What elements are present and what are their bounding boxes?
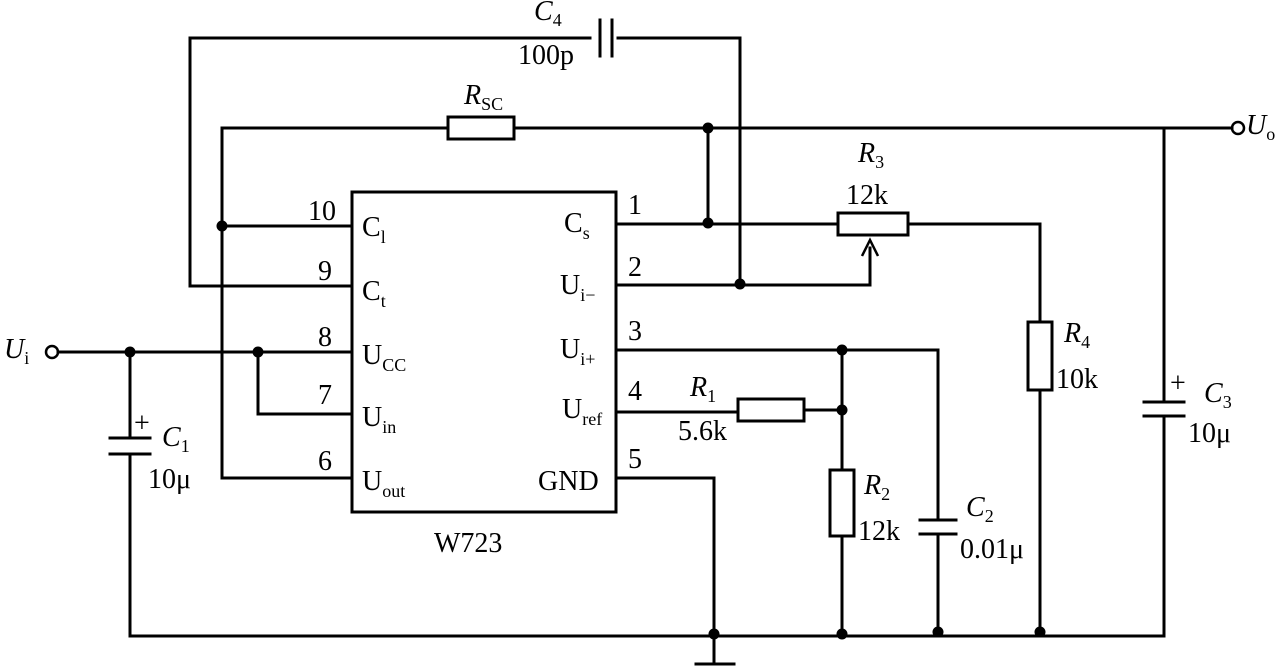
r2-value: 12k: [858, 516, 900, 547]
pin-label: Cs: [564, 208, 590, 243]
pin-label: GND: [538, 466, 599, 497]
capacitor-c3: + C3 10μ: [1142, 368, 1232, 449]
r3-value: 12k: [846, 180, 888, 211]
pin-number: 7: [318, 380, 332, 411]
output-terminal-circle: [1230, 120, 1246, 136]
wires: [56, 36, 1234, 664]
c4-name: C4: [534, 0, 562, 30]
r2-name: R2: [863, 470, 890, 504]
pin-label: Uout: [362, 466, 405, 501]
pin-number: 9: [318, 256, 332, 287]
c1-name: C1: [162, 422, 190, 456]
c2-name: C2: [966, 492, 994, 526]
ic-left-pins: 10 Cl 9 Ct 8 UCC 7 Uin 6 Uout: [308, 196, 406, 501]
pin-label: Cl: [362, 212, 386, 247]
pin-number: 10: [308, 196, 336, 227]
junction-dot: [124, 346, 136, 358]
capacitor-c1: + C1 10μ: [108, 408, 191, 495]
input-label: Ui: [4, 334, 29, 368]
junction-dot: [1034, 626, 1046, 638]
r4-name: R4: [1063, 318, 1090, 352]
pin-label: Ui+: [560, 334, 595, 369]
resistor-r2: R2 12k: [828, 468, 900, 547]
junction-dot: [702, 217, 714, 229]
potentiometer-r3: R3 12k: [836, 138, 910, 257]
junctions: [124, 122, 1046, 640]
junction-dot: [734, 278, 746, 290]
input-terminal: Ui: [4, 334, 60, 368]
pin-number: 5: [628, 444, 642, 475]
junction-dot: [702, 122, 714, 134]
pin-label: Uin: [362, 402, 396, 437]
ic-body: [350, 190, 618, 514]
c3-polarity: +: [1170, 368, 1186, 399]
junction-dot: [836, 344, 848, 356]
resistor-rsc: RSC: [446, 80, 516, 141]
resistor-r1: R1 5.6k: [678, 372, 806, 447]
output-label: Uo: [1246, 110, 1275, 144]
r3-name: R3: [857, 138, 884, 172]
pin-label: Uref: [562, 394, 602, 429]
pin-number: 2: [628, 252, 642, 283]
rsc-name: RSC: [463, 80, 503, 114]
ic-right-pins: Cs 1 Ui− 2 Ui+ 3 Uref 4 GND 5: [538, 190, 642, 497]
c4-value: 100p: [518, 40, 574, 71]
resistor-r4: R4 10k: [1026, 318, 1098, 395]
pin-label: UCC: [362, 340, 406, 375]
ic-name: W723: [434, 528, 502, 559]
c2-value: 0.01μ: [960, 534, 1024, 565]
junction-dot: [836, 628, 848, 640]
pin-number: 4: [628, 376, 642, 407]
c1-value: 10μ: [148, 464, 191, 495]
c1-polarity: +: [134, 408, 150, 439]
pin-label: Ct: [362, 276, 386, 311]
input-terminal-circle: [44, 344, 60, 360]
capacitor-c2: C2 0.01μ: [918, 492, 1024, 565]
output-terminal: Uo: [1230, 110, 1275, 144]
pin-label: Ui−: [560, 270, 595, 305]
c3-name: C3: [1204, 378, 1232, 412]
junction-dot: [836, 404, 848, 416]
junction-dot: [252, 346, 264, 358]
c3-value: 10μ: [1188, 418, 1231, 449]
r4-value: 10k: [1056, 364, 1098, 395]
pin-number: 6: [318, 446, 332, 477]
pin-number: 8: [318, 322, 332, 353]
r1-value: 5.6k: [678, 416, 727, 447]
pin-number: 3: [628, 316, 642, 347]
r1-name: R1: [689, 372, 716, 406]
junction-dot: [932, 626, 944, 638]
junction-dot: [708, 628, 720, 640]
capacitor-c4: C4 100p: [518, 0, 614, 71]
pin-number: 1: [628, 190, 642, 221]
junction-dot: [216, 220, 228, 232]
